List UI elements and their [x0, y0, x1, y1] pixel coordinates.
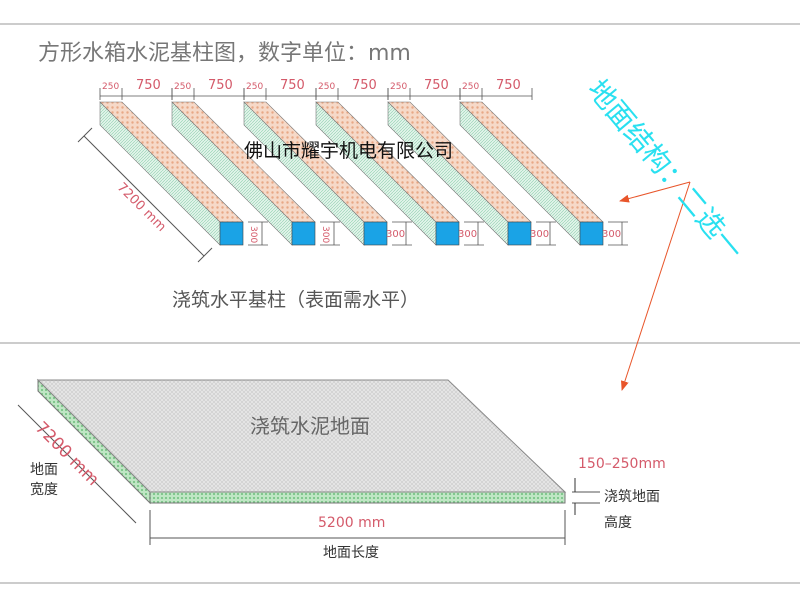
dim-tick [197, 247, 213, 263]
diagram-title: 方形水箱水泥基柱图，数字单位：mm [38, 41, 411, 66]
company-watermark: 佛山市耀宇机电有限公司 [244, 140, 454, 162]
pillar-front-face [291, 221, 316, 246]
gap-dim-label: 250 [174, 82, 192, 92]
slab-front-face [149, 491, 566, 504]
slab-top-face [36, 379, 567, 493]
pillar-height-dim-label: 300 [386, 229, 406, 240]
slab-height-dim: 150–250mm [578, 456, 666, 472]
pillar-front-face [219, 221, 244, 246]
pillar-height-dim-label: 300 [602, 229, 622, 240]
pillar-height-dim-label: 300 [320, 226, 330, 244]
gap-dim-label: 250 [102, 82, 120, 92]
slab-length-dim: 5200 mm [318, 515, 386, 531]
pillar-width-dim-label: 750 [280, 78, 305, 93]
gap-dim-label: 250 [390, 82, 408, 92]
pillar-width-dim-label: 750 [496, 78, 521, 93]
dim-tick [77, 127, 93, 143]
pillar-front-face [579, 221, 604, 246]
slab-width-dim-line [17, 404, 137, 524]
arrow-to-slab [620, 181, 691, 391]
pillar-front-face [363, 221, 388, 246]
slab-height-label: 浇筑地面高度 [604, 489, 660, 531]
arrow-to-pillars [619, 181, 691, 203]
pillar-front-face [435, 221, 460, 246]
gap-dim-label: 250 [462, 82, 480, 92]
pillar-width-dim-label: 750 [424, 78, 449, 93]
slab-label: 浇筑水泥地面 [250, 414, 370, 438]
pillar-height-dim-label: 300 [458, 229, 478, 240]
pillar-height-dim-label: 300 [530, 229, 550, 240]
pillar-front-face [507, 221, 532, 246]
gap-dim-label: 250 [246, 82, 264, 92]
slab-length-label: 地面长度 [323, 545, 379, 561]
pillar-height-dim-label: 300 [248, 226, 258, 244]
pillar-width-dim-label: 750 [136, 78, 161, 93]
gap-dim-label: 250 [318, 82, 336, 92]
pillar-width-dim-label: 750 [208, 78, 233, 93]
slab-width-label: 地面宽度 [30, 462, 58, 498]
pillar-caption: 浇筑水平基柱（表面需水平） [172, 289, 420, 311]
pillar-width-dim-label: 750 [352, 78, 377, 93]
pillar-length-dim-line [83, 135, 205, 257]
